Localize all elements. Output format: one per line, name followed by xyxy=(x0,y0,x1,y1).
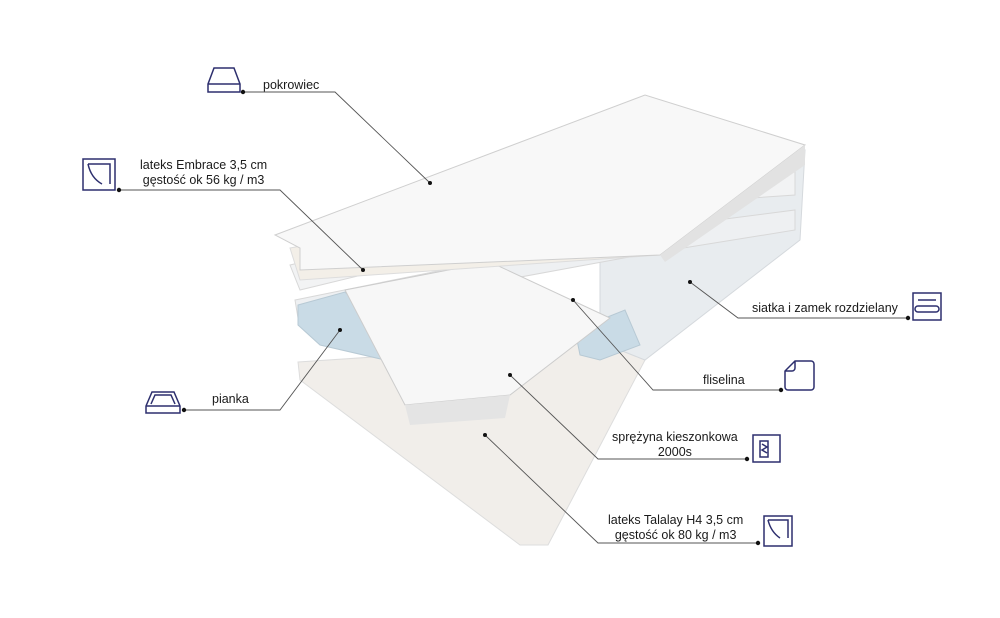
label-pokrowiec: pokrowiec xyxy=(263,78,320,92)
label-lateks-embrace: lateks Embrace 3,5 cm gęstość ok 56 kg /… xyxy=(140,158,267,188)
label-lateks-talalay: lateks Talalay H4 3,5 cm gęstość ok 80 k… xyxy=(608,513,743,543)
pocket-spring-icon xyxy=(752,434,781,463)
latex-embrace-icon xyxy=(82,158,116,191)
label-lateks-embrace-line2: gęstość ok 56 kg / m3 xyxy=(142,173,265,187)
nonwoven-fabric-icon xyxy=(784,360,815,391)
label-sprezyna-line2: 2000s xyxy=(657,445,692,459)
foam-icon xyxy=(145,391,181,414)
leader-lines xyxy=(119,91,908,544)
label-pianka: pianka xyxy=(212,392,249,406)
latex-talalay-icon xyxy=(763,515,793,547)
label-fliselina: fliselina xyxy=(703,373,745,387)
label-lateks-talalay-line1: lateks Talalay H4 3,5 cm xyxy=(608,513,744,527)
label-sprezyna-line1: sprężyna kieszonkowa xyxy=(612,430,738,444)
label-lateks-embrace-line1: lateks Embrace 3,5 cm xyxy=(140,158,268,172)
zipper-mesh-icon xyxy=(912,292,942,321)
label-sprezyna: sprężyna kieszonkowa 2000s xyxy=(612,430,738,460)
label-lateks-talalay-line2: gęstość ok 80 kg / m3 xyxy=(614,528,737,542)
mattress-cover-icon xyxy=(207,67,241,93)
label-siatka: siatka i zamek rozdzielany xyxy=(752,301,898,315)
